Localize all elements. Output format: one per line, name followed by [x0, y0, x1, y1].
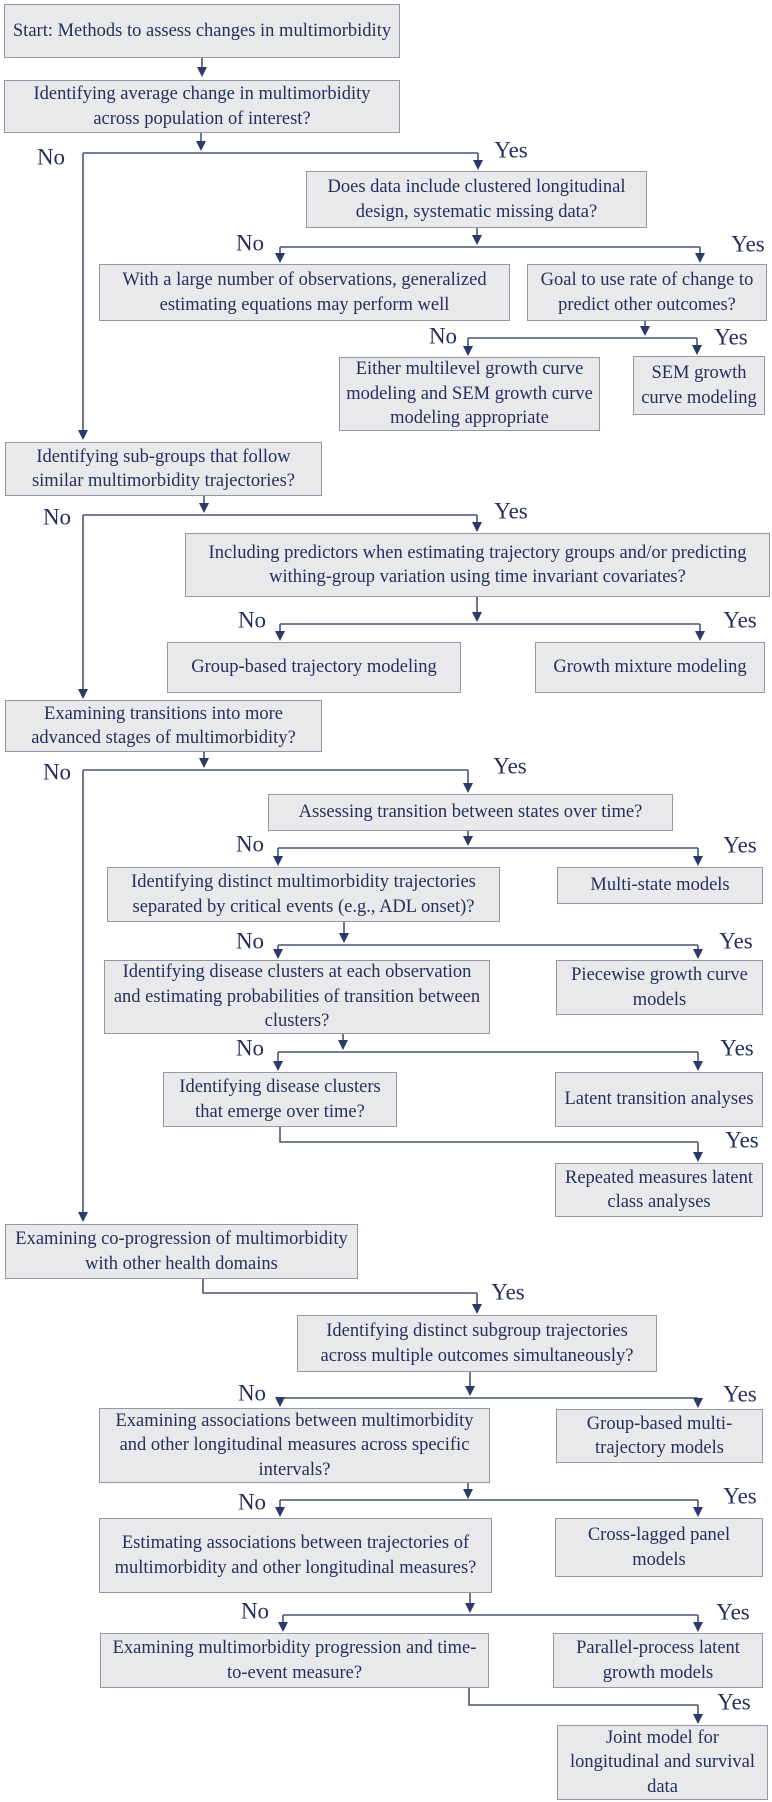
node-latent-transition-analyses: Latent transition analyses	[555, 1072, 763, 1127]
node-generalized-estimating-equations: With a large number of observations, gen…	[99, 264, 510, 321]
node-question-predictors: Including predictors when estimating tra…	[185, 533, 770, 597]
node-question-co-progression: Examining co-progression of multimorbidi…	[5, 1224, 358, 1279]
node-cross-lagged-panel: Cross-lagged panel models	[555, 1518, 763, 1577]
node-start: Start: Methods to assess changes in mult…	[4, 4, 400, 58]
branch8-no-label: No	[235, 928, 265, 954]
branch7-yes-label: Yes	[723, 832, 757, 858]
branch4-yes-label: Yes	[494, 498, 528, 524]
node-group-based-multi-trajectory: Group-based multi-trajectory models	[556, 1409, 763, 1463]
node-question-average-change: Identifying average change in multimorbi…	[4, 80, 400, 133]
branch11-yes-label: Yes	[491, 1279, 525, 1305]
branch7-no-label: No	[235, 831, 265, 857]
branch9-no-label: No	[235, 1035, 265, 1061]
node-question-multiple-outcomes: Identifying distinct subgroup trajectori…	[297, 1315, 657, 1372]
branch2-no-label: No	[235, 230, 265, 256]
branch3-yes-label: Yes	[714, 324, 748, 350]
node-question-subgroups: Identifying sub-groups that follow simil…	[5, 442, 322, 496]
node-question-clusters-emerge: Identifying disease clusters that emerge…	[163, 1072, 397, 1127]
node-multi-state-models: Multi-state models	[557, 867, 763, 904]
branch15-yes-label: Yes	[717, 1689, 751, 1715]
node-group-based-trajectory-modeling: Group-based trajectory modeling	[167, 642, 461, 693]
branch5-no-label: No	[237, 607, 267, 633]
node-repeated-measures-lca: Repeated measures latent class analyses	[555, 1163, 763, 1217]
branch1-yes-label: Yes	[494, 137, 528, 163]
node-question-transitions: Examining transitions into more advanced…	[5, 700, 322, 752]
node-sem-growth-curve: SEM growth curve modeling	[633, 356, 765, 415]
branch12-no-label: No	[237, 1380, 267, 1406]
node-question-cluster-probabilities: Identifying disease clusters at each obs…	[104, 960, 490, 1034]
branch13-no-label: No	[237, 1489, 267, 1515]
node-piecewise-growth-curve: Piecewise growth curve models	[556, 960, 763, 1015]
branch2-yes-label: Yes	[731, 231, 765, 257]
branch5-yes-label: Yes	[723, 607, 757, 633]
node-question-critical-events: Identifying distinct multimorbidity traj…	[107, 867, 500, 922]
branch6-yes-label: Yes	[493, 753, 527, 779]
branch10-yes-label: Yes	[725, 1127, 759, 1153]
node-question-rate-of-change: Goal to use rate of change to predict ot…	[527, 264, 767, 321]
branch9-yes-label: Yes	[720, 1035, 754, 1061]
branch1-no-label: No	[36, 144, 66, 170]
branch14-no-label: No	[240, 1598, 270, 1624]
node-question-time-to-event: Examining multimorbidity progression and…	[100, 1633, 489, 1688]
branch6-no-label: No	[42, 759, 72, 785]
branch8-yes-label: Yes	[719, 928, 753, 954]
branch13-yes-label: Yes	[723, 1483, 757, 1509]
node-question-associations-intervals: Examining associations between multimorb…	[99, 1408, 490, 1483]
node-question-states-over-time: Assessing transition between states over…	[268, 794, 673, 831]
branch4-no-label: No	[42, 504, 72, 530]
node-parallel-process-latent-growth: Parallel-process latent growth models	[553, 1633, 763, 1688]
node-question-associations-trajectories: Estimating associations between trajecto…	[99, 1518, 492, 1593]
node-joint-model: Joint model for longitudinal and surviva…	[557, 1725, 768, 1800]
node-growth-mixture-modeling: Growth mixture modeling	[535, 642, 765, 693]
node-multilevel-or-sem-growth-curve: Either multilevel growth curve modeling …	[339, 357, 600, 431]
branch14-yes-label: Yes	[716, 1599, 750, 1625]
branch3-no-label: No	[428, 323, 458, 349]
branch12-yes-label: Yes	[723, 1381, 757, 1407]
node-question-clustered-design: Does data include clustered longitudinal…	[306, 171, 647, 228]
